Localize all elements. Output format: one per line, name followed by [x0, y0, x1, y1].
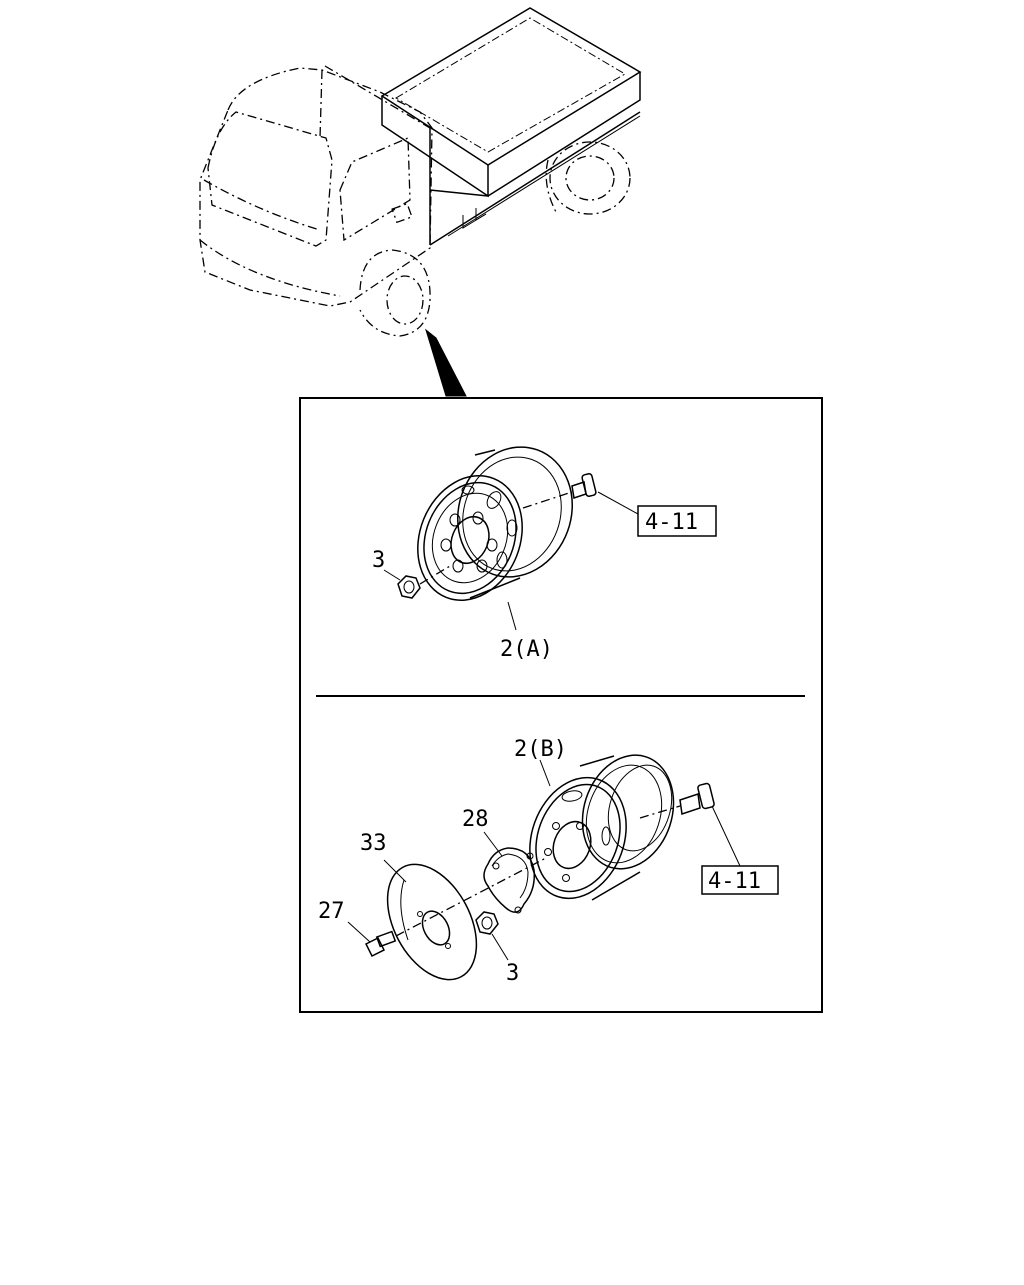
callout-disc: 33 [360, 831, 387, 856]
detail-frame [299, 397, 823, 1013]
front-wheel [359, 249, 431, 337]
wheel-b-nut [475, 911, 499, 935]
lower-axis-line [395, 857, 547, 937]
leader-lower-nut [491, 933, 509, 961]
leader-lower-ref [711, 805, 741, 867]
wheel-a-stud-bolt [522, 473, 597, 509]
callout-bolt: 27 [318, 899, 345, 924]
leader-hub-cover [483, 831, 503, 857]
wheel-b-stud-bolt [639, 782, 715, 819]
truck-cab [199, 65, 433, 307]
leader-bolt [347, 921, 371, 943]
callout-lower-wheel: 2(B) [514, 737, 567, 762]
ref-box-lower[interactable] [701, 865, 779, 895]
rear-wheel [545, 141, 631, 215]
wheel-a-assembly [417, 446, 574, 601]
leader-upper-ref [597, 491, 639, 515]
callout-lower-nut: 3 [506, 961, 519, 986]
callout-upper-nut: 3 [372, 548, 385, 573]
ref-upper-label: 4-11 [645, 510, 698, 535]
callout-hub-cover: 28 [462, 807, 489, 832]
leader-upper-nut [383, 569, 401, 581]
truck-illustration [199, 7, 642, 397]
brake-disc [386, 863, 478, 981]
ref-lower-label: 4-11 [708, 869, 761, 894]
wheel-a-nut [397, 565, 451, 599]
leader-upper-wheel [507, 601, 517, 631]
callout-upper-wheel: 2(A) [500, 637, 553, 662]
wheel-b-assembly [529, 754, 675, 901]
hub-cover [483, 847, 536, 914]
pointer-arrow [425, 328, 467, 397]
cargo-bed [380, 7, 642, 246]
ref-box-upper[interactable] [637, 505, 717, 537]
leader-disc [383, 859, 407, 883]
leader-lower-wheel [539, 759, 551, 787]
disc-bolt [364, 930, 397, 958]
